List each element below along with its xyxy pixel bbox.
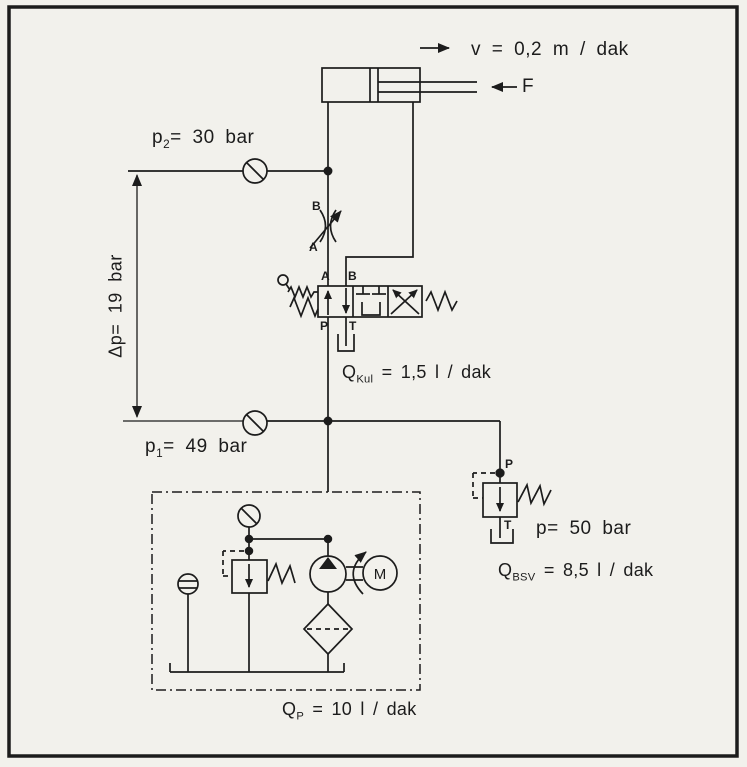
pump <box>309 539 347 604</box>
velocity-label: v = 0,2 m / dak <box>471 39 629 60</box>
power-unit <box>169 504 398 673</box>
bsv-port-p: P <box>505 457 514 471</box>
throttle-valve <box>309 209 342 249</box>
electric-motor <box>346 551 398 595</box>
power-unit-boundary <box>151 491 421 691</box>
relief-valve-bsv <box>472 421 552 544</box>
p-bsv-label: p= 50 bar <box>536 518 632 539</box>
dcv-port-b: B <box>348 269 357 283</box>
valve-spring-right <box>425 289 458 313</box>
relief-spring <box>517 482 552 507</box>
valve-spring-left-upper <box>287 284 318 300</box>
pump-triangle <box>319 557 337 569</box>
p2-label: p2= 30 bar <box>152 127 255 151</box>
bsv-port-t: T <box>504 518 512 532</box>
dcv-port-t: T <box>349 319 357 333</box>
valve-spring-left-lower <box>289 295 319 319</box>
reservoir <box>169 663 345 673</box>
figure-border <box>7 5 739 758</box>
directional-valve <box>277 274 458 352</box>
gauge-needle <box>246 162 264 180</box>
cylinder-symbol <box>321 67 477 103</box>
valve-actuator-knob <box>277 274 289 286</box>
gauge-p2 <box>128 158 333 184</box>
level-indicator <box>177 573 199 672</box>
relief-spring <box>267 561 296 586</box>
tank-symbol-bsv <box>490 529 514 544</box>
dp-dimension <box>123 174 243 422</box>
pilot-line <box>472 472 495 499</box>
gauge-p1 <box>242 317 500 492</box>
dcv-port-p: P <box>320 319 329 333</box>
gauge-needle <box>246 414 264 432</box>
dp-label: Δp= 19 bar <box>105 254 126 358</box>
q-kul-label: QKul = 1,5 l / dak <box>342 362 492 386</box>
throttle-port-a: A <box>309 240 318 254</box>
rotation-arrow <box>352 551 367 595</box>
throttle-adjust-arrow <box>309 210 342 249</box>
pump-relief-valve <box>222 550 296 672</box>
q-bsv-label: QBSV = 8,5 l / dak <box>498 560 654 584</box>
tank-symbol-dcv <box>337 334 355 352</box>
q-p-label: QP = 10 l / dak <box>282 699 417 723</box>
p1-label: p1= 49 bar <box>145 436 248 460</box>
motor-letter: M <box>374 566 387 583</box>
filter <box>302 602 354 672</box>
gauge-needle <box>240 507 258 525</box>
junction-dot <box>323 166 333 176</box>
dcv-port-a: A <box>321 269 330 283</box>
force-label: F <box>522 76 535 97</box>
line-rod-side <box>345 102 414 286</box>
throttle-port-b: B <box>312 199 321 213</box>
junction-dot-p <box>495 468 505 478</box>
pilot-line <box>222 550 244 577</box>
